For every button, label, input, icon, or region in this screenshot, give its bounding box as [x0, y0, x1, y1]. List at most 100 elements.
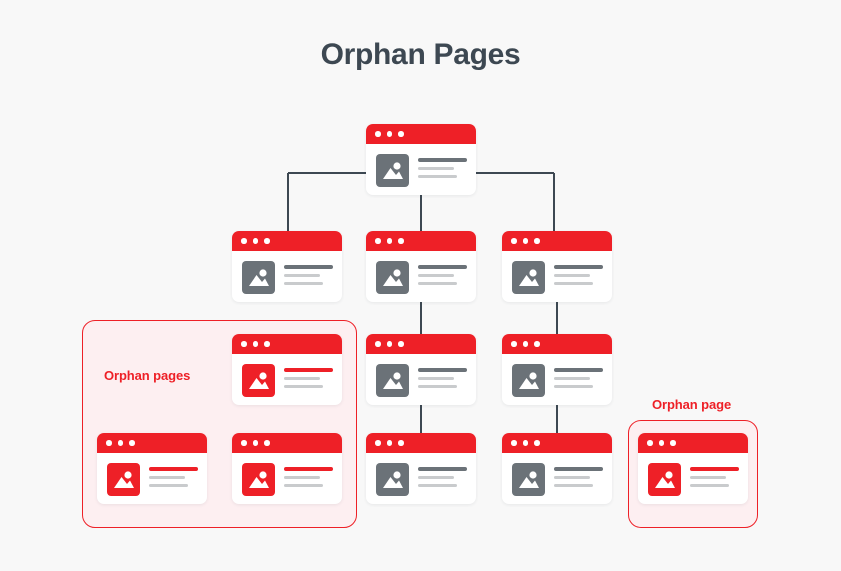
- window-dot-icon: [398, 341, 404, 347]
- window-dot-icon: [386, 341, 392, 347]
- card-text-lines: [690, 463, 739, 488]
- window-dot-icon: [375, 131, 381, 137]
- card-text-lines: [284, 364, 333, 389]
- card-text-lines: [149, 463, 198, 488]
- card-line-secondary: [554, 273, 591, 277]
- window-dot-icon: [522, 238, 528, 244]
- image-placeholder-icon: [242, 261, 275, 294]
- card-text-lines: [554, 463, 603, 488]
- card-titlebar: [502, 231, 612, 251]
- window-dot-icon: [398, 440, 404, 446]
- card-line-secondary: [554, 281, 594, 286]
- window-dot-icon: [375, 238, 381, 244]
- card-body: [232, 453, 342, 496]
- card-line-secondary: [418, 475, 455, 479]
- window-dot-icon: [534, 238, 540, 244]
- page-node-level2-col3[interactable]: [502, 231, 612, 302]
- window-dot-icon: [511, 440, 517, 446]
- image-placeholder-icon: [512, 364, 545, 397]
- orphan-page-node-c[interactable]: [232, 433, 342, 504]
- window-dot-icon: [658, 440, 664, 446]
- page-node-level4-col2[interactable]: [366, 433, 476, 504]
- image-placeholder-icon: [512, 463, 545, 496]
- card-line-secondary: [284, 475, 321, 479]
- card-body: [638, 453, 748, 496]
- window-dot-icon: [252, 440, 258, 446]
- card-line-secondary: [284, 376, 321, 380]
- window-dot-icon: [264, 440, 270, 446]
- card-line-secondary: [284, 384, 324, 389]
- window-dot-icon: [522, 440, 528, 446]
- image-placeholder-icon: [512, 261, 545, 294]
- card-line-secondary: [554, 384, 594, 389]
- card-line-primary: [554, 265, 603, 269]
- card-line-primary: [690, 467, 739, 471]
- card-titlebar: [366, 124, 476, 144]
- page-node-level2-col2[interactable]: [366, 231, 476, 302]
- card-line-primary: [554, 368, 603, 372]
- window-dot-icon: [375, 341, 381, 347]
- card-line-secondary: [284, 483, 324, 488]
- window-dot-icon: [241, 238, 247, 244]
- card-body: [366, 354, 476, 397]
- card-titlebar: [232, 231, 342, 251]
- image-placeholder-icon: [376, 463, 409, 496]
- window-dot-icon: [106, 440, 112, 446]
- orphan-pages-group-label: Orphan pages: [104, 368, 191, 383]
- window-dot-icon: [534, 440, 540, 446]
- card-body: [502, 354, 612, 397]
- card-body: [97, 453, 207, 496]
- card-text-lines: [418, 463, 467, 488]
- card-titlebar: [232, 334, 342, 354]
- card-body: [502, 251, 612, 294]
- page-node-level2-col1[interactable]: [232, 231, 342, 302]
- image-placeholder-icon: [242, 463, 275, 496]
- card-titlebar: [638, 433, 748, 453]
- card-text-lines: [554, 364, 603, 389]
- window-dot-icon: [241, 341, 247, 347]
- window-dot-icon: [252, 238, 258, 244]
- card-line-primary: [284, 467, 333, 471]
- window-dot-icon: [375, 440, 381, 446]
- page-node-level3-col3[interactable]: [502, 334, 612, 405]
- orphan-page-node-d[interactable]: [638, 433, 748, 504]
- window-dot-icon: [647, 440, 653, 446]
- window-dot-icon: [117, 440, 123, 446]
- card-line-secondary: [554, 483, 594, 488]
- card-line-primary: [418, 368, 467, 372]
- card-line-secondary: [554, 376, 591, 380]
- card-line-secondary: [418, 281, 458, 286]
- image-placeholder-icon: [376, 261, 409, 294]
- orphan-page-node-b[interactable]: [97, 433, 207, 504]
- page-node-root[interactable]: [366, 124, 476, 195]
- card-body: [366, 453, 476, 496]
- card-line-secondary: [284, 273, 321, 277]
- card-line-primary: [284, 368, 333, 372]
- card-text-lines: [418, 261, 467, 286]
- window-dot-icon: [386, 131, 392, 137]
- page-title: Orphan Pages: [320, 38, 521, 71]
- card-line-primary: [284, 265, 333, 269]
- card-text-lines: [418, 154, 467, 179]
- window-dot-icon: [511, 341, 517, 347]
- card-text-lines: [284, 463, 333, 488]
- card-line-secondary: [418, 384, 458, 389]
- card-line-primary: [418, 158, 467, 162]
- card-line-secondary: [284, 281, 324, 286]
- card-line-secondary: [554, 475, 591, 479]
- card-line-secondary: [418, 273, 455, 277]
- card-line-primary: [554, 467, 603, 471]
- page-node-level3-col2[interactable]: [366, 334, 476, 405]
- card-body: [366, 144, 476, 187]
- window-dot-icon: [534, 341, 540, 347]
- page-node-level4-col3[interactable]: [502, 433, 612, 504]
- window-dot-icon: [241, 440, 247, 446]
- card-text-lines: [418, 364, 467, 389]
- window-dot-icon: [670, 440, 676, 446]
- orphan-page-node-a[interactable]: [232, 334, 342, 405]
- image-placeholder-icon: [648, 463, 681, 496]
- card-line-secondary: [690, 483, 730, 488]
- card-titlebar: [502, 334, 612, 354]
- card-text-lines: [554, 261, 603, 286]
